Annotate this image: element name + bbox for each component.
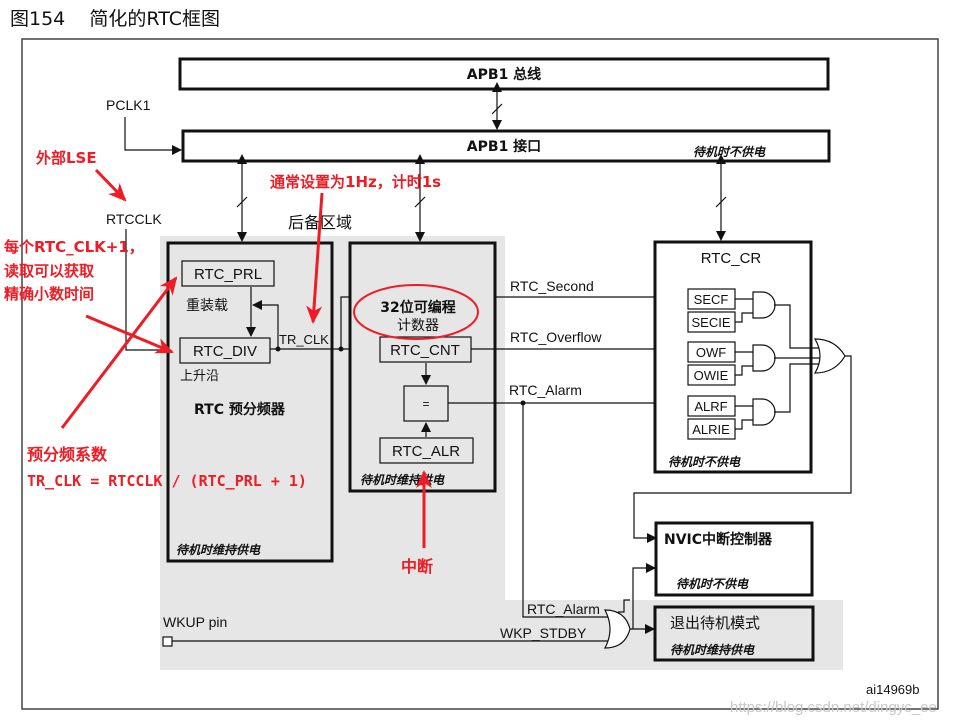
alrie-label: ALRIE xyxy=(692,422,730,437)
rtc-alarm-label-2: RTC_Alarm xyxy=(527,601,600,617)
owf-label: OWF xyxy=(696,345,726,360)
reload-feedback-wire xyxy=(252,300,279,348)
reload-label: 重装载 xyxy=(186,298,228,314)
annotation-usually-1hz: 通常设置为1Hz，计时1s xyxy=(270,173,441,191)
rtc-cr-power: 待机时不供电 xyxy=(668,455,741,469)
counter-block-power: 待机时维持供电 xyxy=(360,473,445,487)
bus-width-slash xyxy=(491,103,503,115)
rtc-alr-label: RTC_ALR xyxy=(392,443,460,460)
apb1-bus-label: APB1 总线 xyxy=(467,66,541,83)
counter-label: 32位可编程 xyxy=(380,299,455,316)
secf-label: SECF xyxy=(694,292,729,307)
wkup-pin-pad xyxy=(162,636,173,647)
rtc-second-wire xyxy=(340,292,687,349)
rtc-prl-label: RTC_PRL xyxy=(194,266,262,283)
red-arrow-lse xyxy=(94,168,127,202)
secie-label: SECIE xyxy=(691,315,730,330)
or-nvic-wire xyxy=(633,355,852,543)
annotation-formula: TR_CLK = RTCCLK / (RTC_PRL + 1) xyxy=(27,472,307,490)
prescaler-power: 待机时维持供电 xyxy=(176,543,261,557)
tr-clk-label: TR_CLK xyxy=(279,332,329,347)
annotation-per-clk-3: 精确小数时间 xyxy=(4,285,94,303)
exit-standby-power: 待机时维持供电 xyxy=(670,643,755,657)
rising-edge-label: 上升沿 xyxy=(180,369,219,384)
red-circle-counter xyxy=(353,284,479,340)
red-arrow-to-div xyxy=(85,314,174,354)
figure-id: ai14969b xyxy=(866,682,920,697)
wkup-pin-label: WKUP pin xyxy=(163,614,227,630)
nvic-power: 待机时不供电 xyxy=(676,577,749,591)
or-nvic-wire-2 xyxy=(632,563,656,629)
red-arrow-1hz xyxy=(306,192,324,324)
rtc-cnt-label: RTC_CNT xyxy=(390,342,460,359)
apb1-interface-power: 待机时不供电 xyxy=(693,145,766,159)
nvic-block xyxy=(654,521,814,597)
or-gate-interrupt xyxy=(813,338,846,374)
rtc-cr-label: RTC_CR xyxy=(701,250,762,267)
exit-standby-block xyxy=(653,605,815,662)
rtc-overflow-label: RTC_Overflow xyxy=(510,329,602,345)
slash-3 xyxy=(715,196,727,208)
annotation-prescaler-factor: 预分频系数 xyxy=(27,445,108,464)
annotation-external-lse: 外部LSE xyxy=(35,149,97,167)
annotation-interrupt: 中断 xyxy=(401,557,433,576)
rtcclk-label: RTCCLK xyxy=(106,211,162,227)
pclk1-label: PCLK1 xyxy=(106,97,151,113)
counter-label-2: 计数器 xyxy=(397,318,439,334)
compare-box xyxy=(403,385,449,422)
alarm-wakeup-wire xyxy=(522,403,608,618)
slash-2 xyxy=(414,196,426,208)
outer-frame xyxy=(21,38,939,710)
annotation-per-clk-2: 读取可以获取 xyxy=(4,262,95,280)
rtc-second-label: RTC_Second xyxy=(510,278,594,294)
or-gate-wakeup xyxy=(604,609,631,649)
rtc-cnt-register xyxy=(379,336,472,363)
rtc-div-label: RTC_DIV xyxy=(193,343,257,360)
prescaler-block xyxy=(166,241,334,563)
rtc-div-register xyxy=(179,337,271,364)
rising-edge-symbol xyxy=(618,599,630,613)
apb1-interface-label: APB1 接口 xyxy=(467,138,541,155)
red-arrow-to-prl xyxy=(60,276,178,429)
rtc-alarm-label: RTC_Alarm xyxy=(509,382,582,398)
nvic-label: NVIC中断控制器 xyxy=(664,531,773,548)
exit-standby-label: 退出待机模式 xyxy=(670,614,760,632)
and-gate-alarm xyxy=(735,398,776,430)
watermark: https://blog.csdn.net/dingyc_ee xyxy=(730,699,937,716)
and-gate-overflow xyxy=(735,344,776,376)
annotation-per-clk-1: 每个RTC_CLK+1， xyxy=(4,238,144,256)
compare-label: = xyxy=(422,397,429,411)
owie-label: OWIE xyxy=(694,368,729,383)
rtc-alr-register xyxy=(379,437,474,464)
and-or-wire-1 xyxy=(774,304,820,349)
junction-dot xyxy=(275,346,281,352)
prescaler-block-label: RTC 预分频器 xyxy=(194,401,286,418)
pclk1-wire xyxy=(124,117,182,155)
rtc-prl-register xyxy=(181,260,275,287)
and-or-wire-3 xyxy=(774,363,820,413)
apb1-bus-box xyxy=(178,57,830,91)
wkp-stdby-label: WKP_STDBY xyxy=(500,625,587,641)
figure-title: 图154 简化的RTC框图 xyxy=(10,8,221,30)
slash-1 xyxy=(236,196,248,208)
and-gate-second xyxy=(735,291,776,323)
alrf-label: ALRF xyxy=(694,399,727,414)
